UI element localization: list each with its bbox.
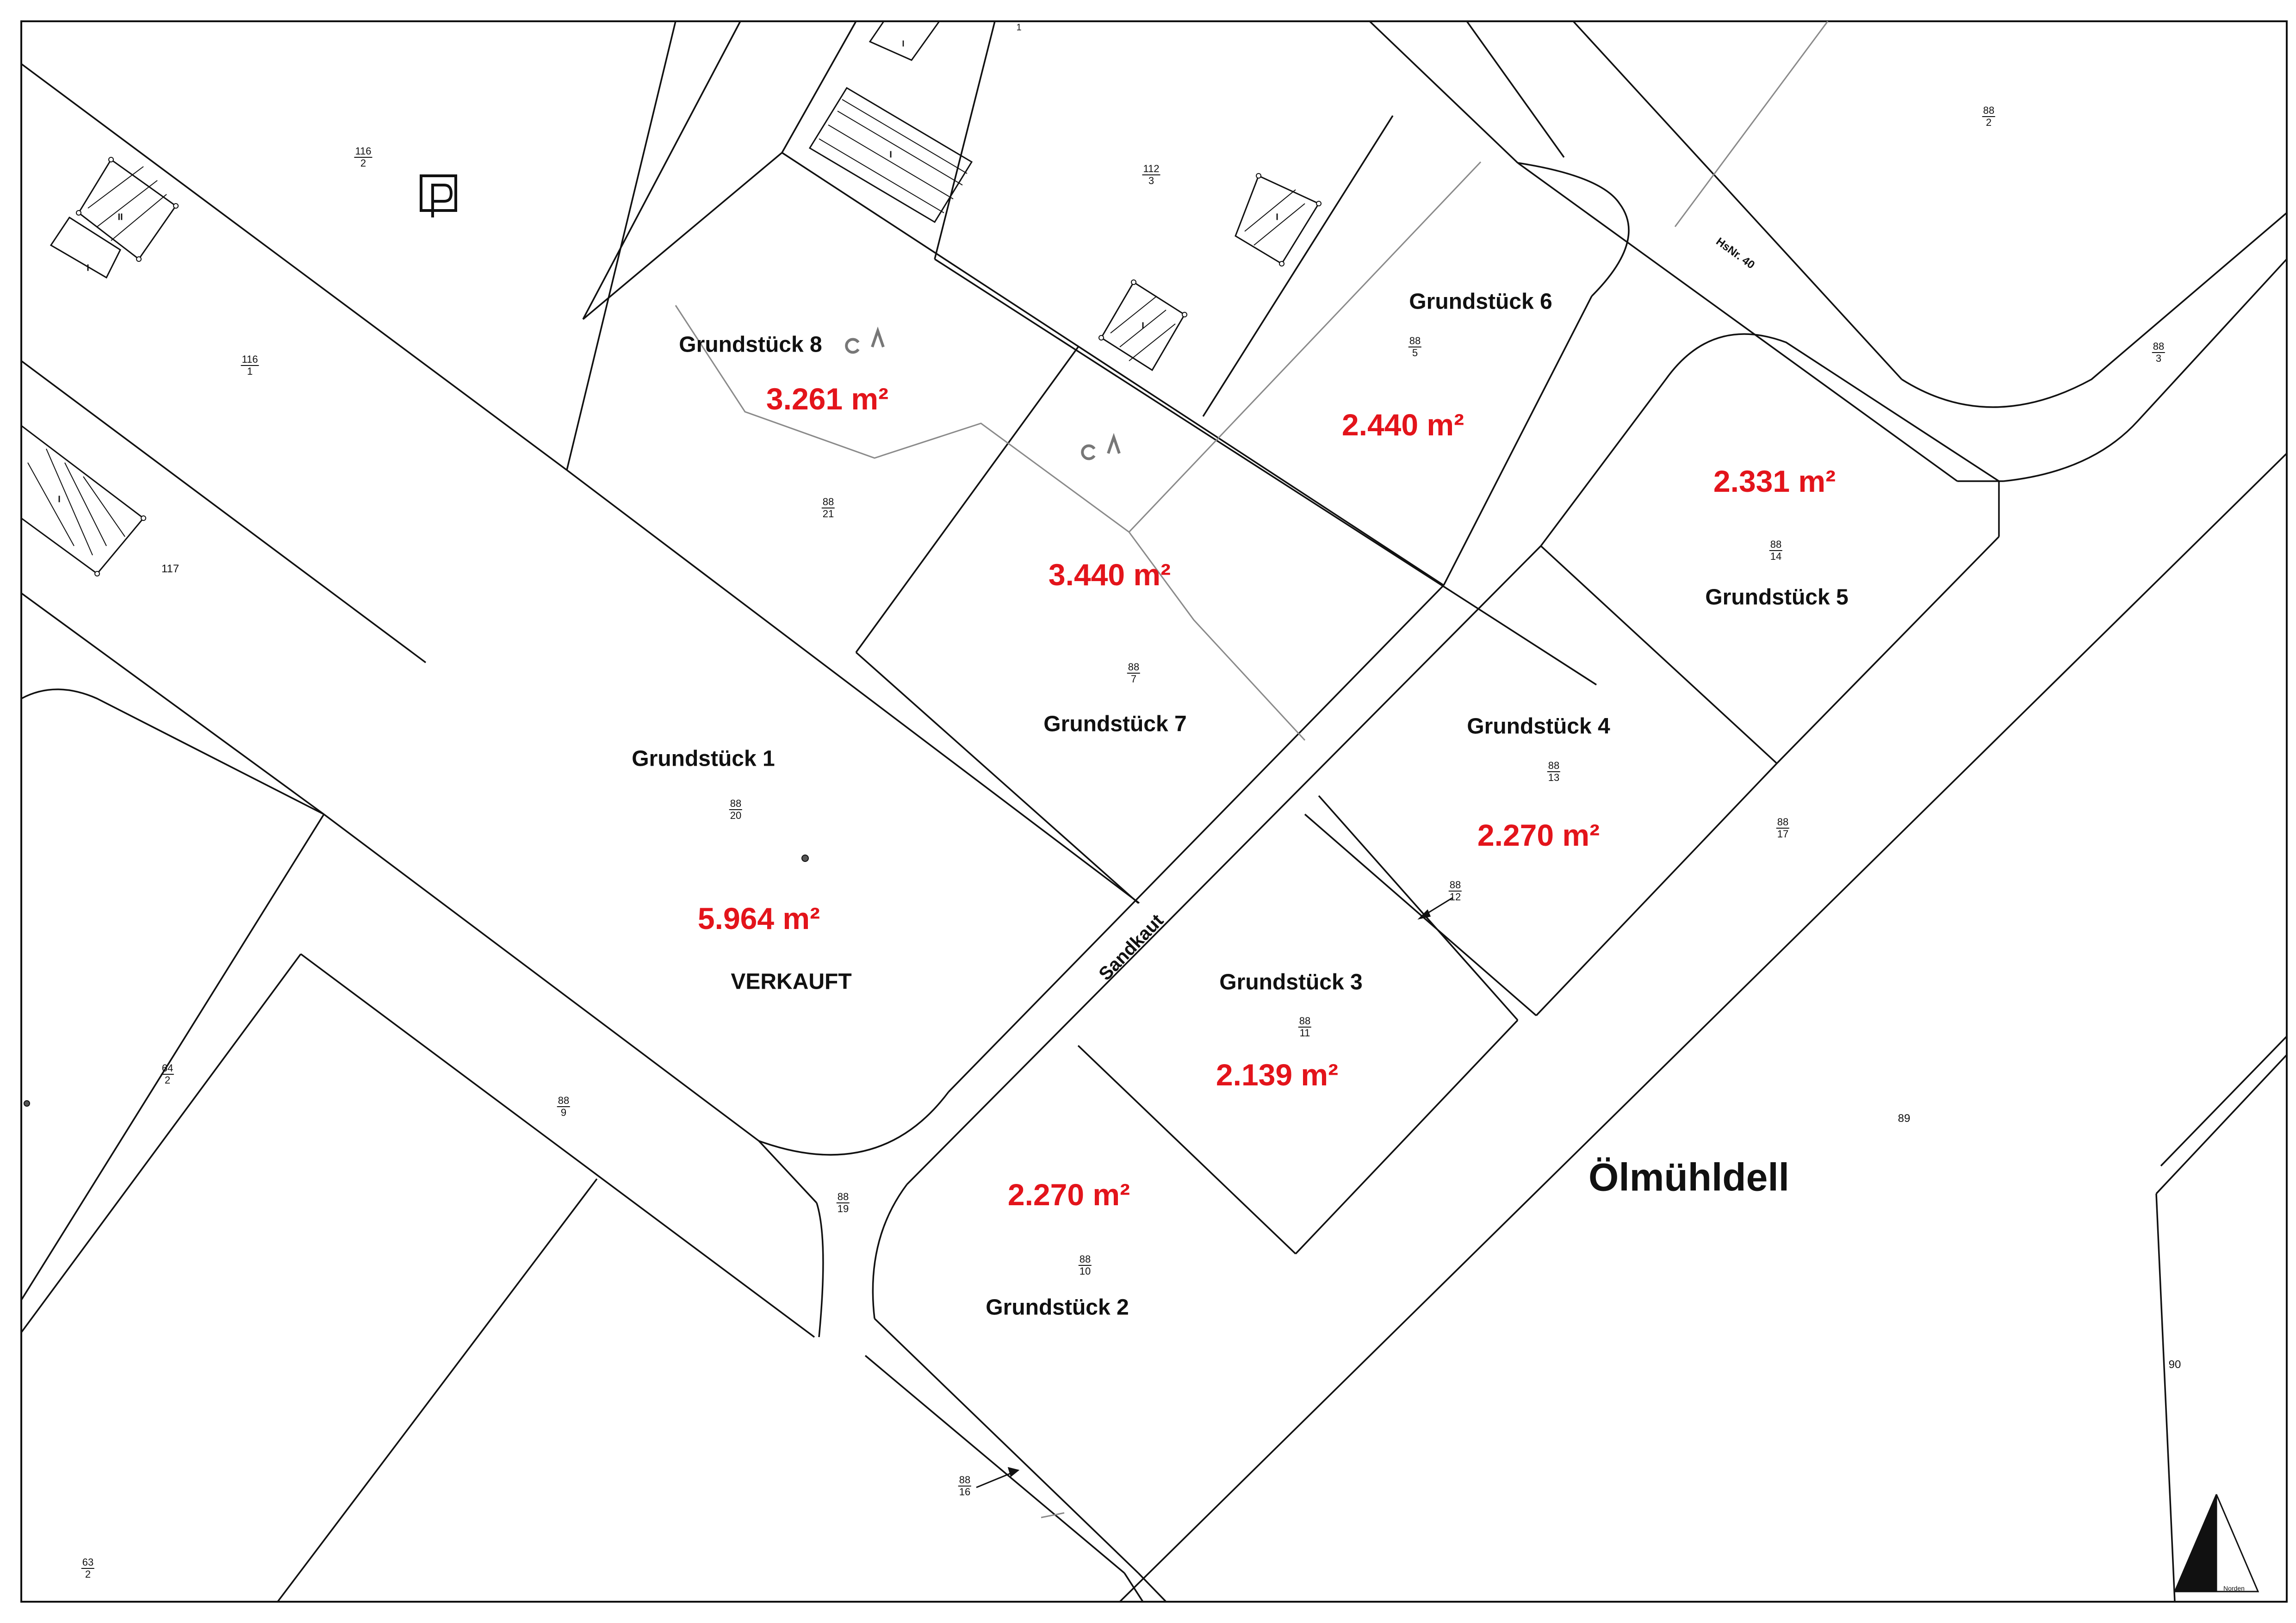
plot-6-name: Grundstück 6	[1409, 289, 1552, 314]
plot-5-area: 2.331 m²	[1713, 464, 1836, 498]
parcel-1: 1	[1016, 22, 1022, 33]
plot-3-area: 2.139 m²	[1216, 1058, 1339, 1092]
north-arrow-icon	[2173, 1494, 2259, 1592]
plot-2-name: Grundstück 2	[986, 1295, 1129, 1320]
building-mark: II	[118, 212, 123, 223]
survey-points	[24, 157, 1322, 1107]
parcel-boundaries	[20, 20, 2288, 1603]
plot-4-name: Grundstück 4	[1467, 714, 1610, 739]
plot-1-area: 5.964 m²	[697, 901, 820, 935]
plot-8-name: Grundstück 8	[679, 332, 822, 357]
plot-7-name: Grundstück 7	[1043, 712, 1187, 737]
parcel-90: 90	[2168, 1358, 2181, 1371]
plot-3-name: Grundstück 3	[1219, 970, 1363, 995]
parking-icon	[420, 174, 457, 217]
map-frame	[20, 20, 2288, 1603]
plot-8-area: 3.261 m²	[766, 382, 889, 416]
north-label: Norden	[2223, 1585, 2245, 1592]
plot-1-status: VERKAUFT	[731, 969, 852, 994]
plot-2-area: 2.270 m²	[1007, 1177, 1130, 1212]
building-hatching	[27, 99, 1305, 556]
plot-7-area: 3.440 m²	[1048, 558, 1171, 592]
street-oelmuehldell: Ölmühldell	[1588, 1155, 1790, 1199]
building-mark: I	[58, 494, 61, 505]
parcel-arrows	[976, 897, 1453, 1488]
plot-5-name: Grundstück 5	[1705, 585, 1849, 610]
plot-6-area: 2.440 m²	[1341, 408, 1464, 442]
plot-4-area: 2.270 m²	[1477, 818, 1600, 852]
symbols-grey	[845, 326, 1121, 460]
building-mark: I	[1142, 321, 1144, 331]
parcel-89: 89	[1898, 1112, 1911, 1125]
parcel-117: 117	[161, 563, 180, 575]
building-mark: I	[87, 263, 89, 273]
building-mark: I	[902, 39, 905, 49]
plot-1-name: Grundstück 1	[632, 746, 775, 771]
grey-lines	[675, 21, 1829, 1518]
building-mark: I	[1276, 212, 1278, 223]
building-mark: I	[889, 149, 892, 160]
buildings	[20, 20, 1320, 575]
